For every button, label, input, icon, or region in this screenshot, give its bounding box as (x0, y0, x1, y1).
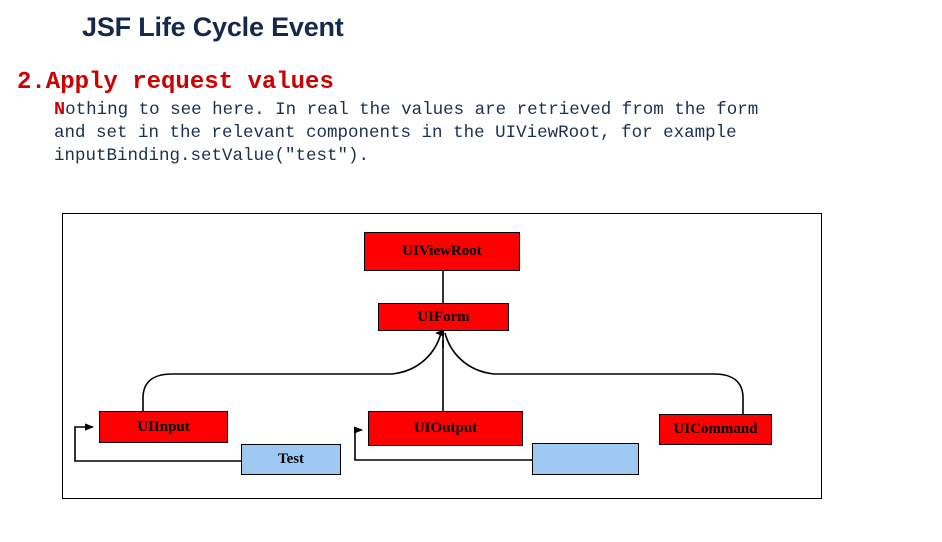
node-label: UICommand (673, 421, 758, 437)
page-title: JSF Life Cycle Event (82, 12, 344, 42)
diagram-node-uioutput[interactable]: UIOutput (368, 411, 523, 446)
diagram-node-test[interactable]: Test (241, 444, 341, 475)
body-text: othing to see here. In real the values a… (54, 99, 759, 166)
step-heading: 2.Apply request values (17, 69, 334, 96)
content-block: 2.Apply request values Nothing to see he… (17, 70, 927, 167)
diagram-node-uiinput[interactable]: UIInput (99, 411, 228, 443)
body-paragraph: Nothing to see here. In real the values … (17, 98, 927, 168)
node-label: UIViewRoot (402, 243, 482, 259)
diagram-node-uicommand[interactable]: UICommand (659, 414, 772, 445)
node-label: UIOutput (413, 420, 478, 436)
node-label: Test (277, 451, 305, 467)
node-label: UIForm (417, 308, 470, 325)
diagram-node-blank[interactable] (532, 443, 639, 475)
node-label: UIInput (137, 418, 190, 435)
diagram-node-uiform[interactable]: UIForm (378, 303, 509, 331)
body-dropcap: N (54, 98, 66, 120)
diagram-node-uiviewroot[interactable]: UIViewRoot (364, 232, 520, 271)
